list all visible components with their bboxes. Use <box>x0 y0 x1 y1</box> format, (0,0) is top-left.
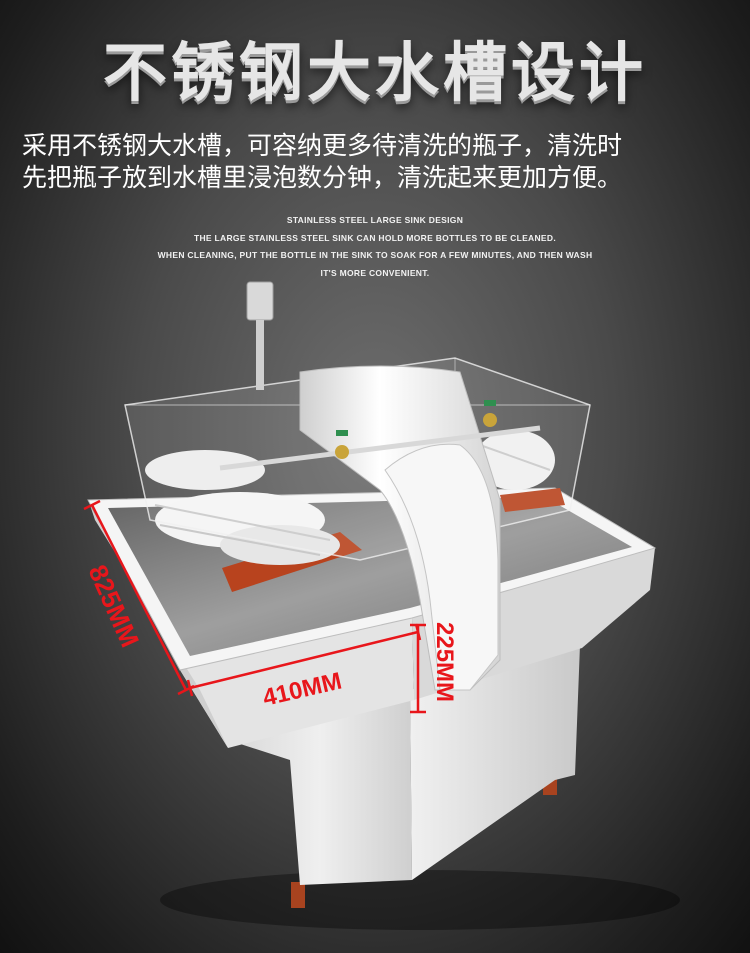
dim-depth-label: 225MM <box>431 622 458 702</box>
english-description: STAINLESS STEEL LARGE SINK DESIGN THE LA… <box>0 212 750 282</box>
english-line-4: IT'S MORE CONVENIENT. <box>320 267 430 278</box>
cabinet-side <box>410 645 580 880</box>
dim-length-tick-top <box>83 499 101 511</box>
english-line-2: THE LARGE STAINLESS STEEL SINK CAN HOLD … <box>193 232 556 243</box>
sink-front-panel <box>180 618 414 748</box>
valve-handle-left <box>336 430 348 436</box>
english-line-1: STAINLESS STEEL LARGE SINK DESIGN <box>286 215 464 225</box>
headline: 不锈钢大水槽设计 <box>103 37 647 111</box>
description: 采用不锈钢大水槽，可容纳更多待清洗的瓶子，清洗时 先把瓶子放到水槽里浸泡数分钟，… <box>22 130 734 194</box>
spray-pipe <box>219 425 541 471</box>
valve-left-icon <box>335 445 349 459</box>
valve-handle-right <box>484 400 496 406</box>
description-line-2: 先把瓶子放到水槽里浸泡数分钟，清洗起来更加方便。 <box>22 163 623 192</box>
brush-base-back <box>500 488 565 512</box>
dim-length-line <box>90 504 188 691</box>
description-line-1: 采用不锈钢大水槽，可容纳更多待清洗的瓶子，清洗时 <box>22 131 623 160</box>
sink-machine-illustration: 825MM 410MM 225MM <box>83 281 680 930</box>
control-box <box>246 281 274 321</box>
arch-front-band <box>384 443 499 691</box>
brush-right <box>475 430 555 490</box>
leg-front-left <box>291 882 305 908</box>
dim-width-tick-left <box>186 679 194 697</box>
floor-shadow <box>160 870 680 930</box>
english-line-3: WHEN CLEANING, PUT THE BOTTLE IN THE SIN… <box>157 250 593 260</box>
dim-width-line <box>189 630 419 690</box>
control-pole <box>256 320 264 390</box>
valve-right-icon <box>483 413 497 427</box>
cabinet-front <box>228 690 412 885</box>
